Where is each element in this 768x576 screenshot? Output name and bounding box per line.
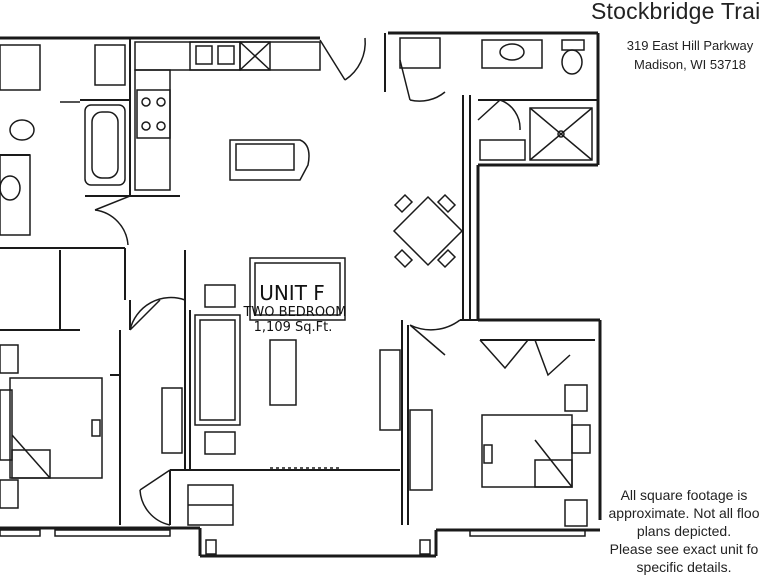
disclaimer-line: All square footage is: [620, 487, 748, 503]
disclaimer-line: Please see exact unit fo: [609, 541, 759, 557]
kitchen: [134, 41, 321, 191]
interior-walls: [0, 33, 598, 525]
disclaimer-line: approximate. Not all floo: [608, 505, 760, 521]
dining-table: [392, 193, 464, 269]
address-street: 319 East Hill Parkway: [626, 38, 754, 53]
bedroom-left: [0, 344, 103, 509]
living-furniture: [161, 257, 401, 469]
entry: [187, 484, 234, 526]
windows: [0, 529, 586, 555]
property-title: Stockbridge Trai: [591, 0, 761, 24]
bathroom-left: [0, 44, 126, 236]
unit-area: 1,109 Sq.Ft.: [254, 320, 333, 335]
unit-type: TWO BEDROOM: [242, 305, 346, 320]
doors: [94, 37, 571, 526]
disclaimer-line: plans depicted.: [636, 523, 732, 539]
disclaimer-line: specific details.: [636, 559, 732, 575]
unit-name: UNIT F: [259, 281, 325, 305]
bedroom-right: [409, 384, 591, 527]
bathroom-right: [399, 37, 593, 161]
address-city: Madison, WI 53718: [633, 57, 746, 72]
disclaimer-note: All square footage is approximate. Not a…: [600, 486, 768, 576]
